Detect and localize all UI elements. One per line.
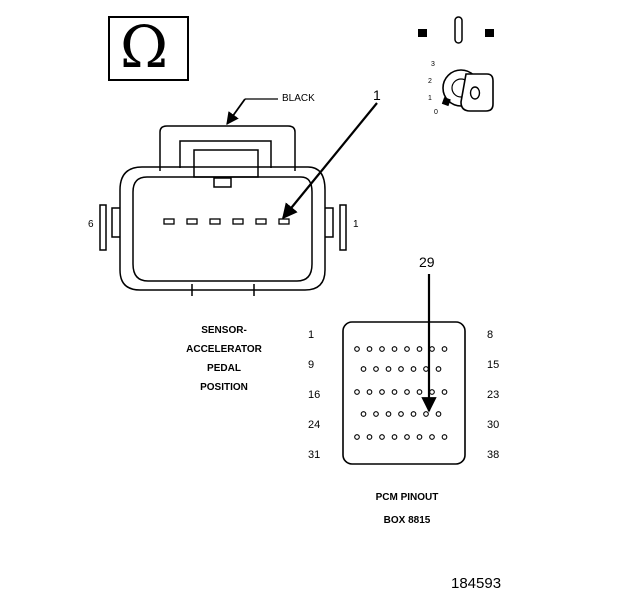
callout-1-arrow <box>282 102 378 220</box>
pcm-pin-22 <box>429 389 435 395</box>
pcm-pin-9 <box>360 366 367 372</box>
connector-end-label-right: 1 <box>353 219 359 230</box>
key-position-1: 1 <box>428 95 432 102</box>
pcm-pin-24 <box>360 411 367 417</box>
pcm-pin-6 <box>416 346 423 352</box>
pcm-pin-2 <box>366 346 373 352</box>
terminal-1 <box>278 218 290 225</box>
pcm-pin-23 <box>441 389 448 395</box>
pcm-pin-7 <box>429 346 435 352</box>
figure-number: 184593 <box>451 575 502 592</box>
pcm-row-4-start: 24 <box>308 419 321 431</box>
pcm-row-2-end: 15 <box>487 359 500 371</box>
pcm-row-3-start: 16 <box>308 389 321 401</box>
ohmmeter-icon <box>108 16 189 81</box>
black-label-leader <box>226 98 278 126</box>
pcm-row-3-end: 23 <box>487 389 500 401</box>
pcm-connector-box <box>342 321 466 465</box>
pcm-pin-32 <box>366 434 373 440</box>
connector-end-label-left: 6 <box>88 219 94 230</box>
ignition-key-icon <box>418 16 494 112</box>
pcm-pin-11 <box>385 366 392 372</box>
pcm-pin-34 <box>391 434 398 440</box>
sensor-label-line-2: ACCELERATOR <box>186 344 262 355</box>
pcm-pin-13 <box>410 366 417 372</box>
terminal-2 <box>255 218 267 225</box>
pcm-pin-10 <box>373 366 379 372</box>
terminal-3 <box>232 218 244 225</box>
pcm-pin-21 <box>416 389 423 395</box>
pcm-pin-33 <box>379 434 385 440</box>
pcm-pin-16 <box>354 389 360 395</box>
pcm-row-2-start: 9 <box>308 359 315 371</box>
pcm-pin-5 <box>404 346 410 352</box>
pcm-row-4-end: 30 <box>487 419 500 431</box>
pcm-pin-38 <box>441 434 448 440</box>
pcm-pin-37 <box>429 434 435 440</box>
pcm-pin-36 <box>416 434 423 440</box>
pcm-pin-20 <box>404 389 410 395</box>
pcm-row-1-end: 8 <box>487 329 494 341</box>
pcm-pin-30 <box>435 411 442 417</box>
sensor-label-line-3: PEDAL <box>207 363 241 374</box>
pcm-row-5-start: 31 <box>308 449 321 461</box>
pcm-pin-35 <box>404 434 410 440</box>
sensor-label-line-1: SENSOR- <box>201 325 247 336</box>
pcm-pin-8 <box>441 346 448 352</box>
pcm-pin-14 <box>423 366 429 372</box>
terminal-6 <box>163 218 175 225</box>
pcm-callout-number: 29 <box>419 254 435 270</box>
pcm-pin-17 <box>366 389 373 395</box>
pcm-title-line-1: PCM PINOUT <box>375 492 439 503</box>
pcm-pin-15 <box>435 366 442 372</box>
connector-terminals <box>163 218 290 225</box>
terminal-4 <box>209 218 221 225</box>
pcm-pin-3 <box>379 346 385 352</box>
key-position-3: 3 <box>431 61 435 68</box>
key-position-2: 2 <box>428 78 432 85</box>
connector-color-label: BLACK <box>282 93 315 104</box>
pcm-row-1-start: 1 <box>308 329 315 341</box>
key-position-0: 0 <box>434 109 438 116</box>
sensor-label-line-4: POSITION <box>200 382 248 393</box>
connector-callout-number: 1 <box>373 87 381 103</box>
pcm-pin-grid <box>354 346 448 440</box>
pcm-pin-28 <box>410 411 417 417</box>
pcm-pin-26 <box>385 411 392 417</box>
terminal-5 <box>186 218 198 225</box>
pcm-pin-27 <box>398 411 404 417</box>
pcm-pin-29 <box>423 411 429 417</box>
pcm-row-5-end: 38 <box>487 449 500 461</box>
pcm-pin-18 <box>379 389 385 395</box>
pcm-title-line-2: BOX 8815 <box>383 515 431 526</box>
ohm-symbol: Ω <box>120 13 169 81</box>
pcm-pin-4 <box>391 346 398 352</box>
connector-body <box>99 125 347 296</box>
pcm-pin-19 <box>391 389 398 395</box>
pcm-pin-12 <box>398 366 404 372</box>
pcm-pin-31 <box>354 434 360 440</box>
pcm-pin-1 <box>354 346 360 352</box>
pcm-pin-25 <box>373 411 379 417</box>
